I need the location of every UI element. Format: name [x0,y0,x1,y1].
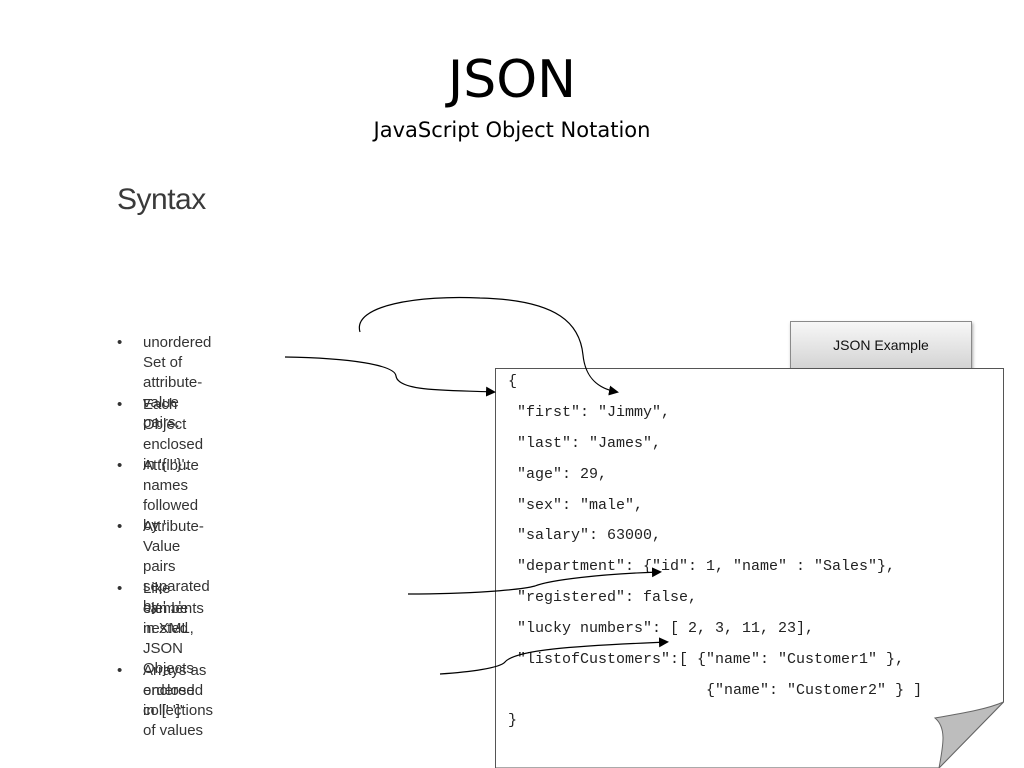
code-line: "age": 29, [508,466,608,483]
json-example-label: JSON Example [790,321,972,369]
code-line: {"name": "Customer2" } ] [508,682,923,699]
bullet-dot: • [117,457,123,474]
bullet-text: Attribute-Value pairs separated by ' , ' [143,518,210,615]
code-line: "sex": "male", [508,497,644,514]
arrow-unordered-to-first [358,296,619,396]
code-line: "last": "James", [508,435,662,452]
slide-subtitle: JavaScript Object Notation [373,118,651,142]
bullet-text: Arrays as ordered collections of values [143,662,214,739]
arrow-nested-to-department [407,567,662,595]
bullet-dot: • [117,518,123,535]
bullet-bold-text: unordered [143,334,212,351]
code-line: "salary": 63000, [508,527,662,544]
bullet-text-line2: enclosed in '[' ']' [143,682,204,719]
code-line: } [508,712,518,729]
code-line: "registered": false, [508,589,698,606]
bullet-text: Each Object enclosed in '{' '}'. [143,396,204,473]
note-shape [495,368,1004,768]
bullet-dot: • [117,662,123,679]
bullet-dot: • [117,334,123,351]
code-line: { [508,373,518,390]
arrow-array-to-customers [439,637,669,675]
bullet-text: Attribute names followed by ':' [143,457,199,534]
code-line: "lucky numbers": [ 2, 3, 11, 23], [508,620,815,637]
arrow-unordered-to-brace [284,356,496,397]
code-note [495,368,1004,768]
bullet-dot: • [117,580,123,597]
slide-title: JSON [447,50,577,110]
bullet-text: Like elements in XML, JSON Objects [143,580,204,677]
bullet-dot: • [117,396,123,413]
code-line: "listofCustomers":[ {"name": "Customer1"… [508,651,905,668]
bullet-text-line2: can be nested [143,600,189,637]
bullet-text: Set of attribute-value pairs. [143,354,203,431]
section-heading: Syntax [117,183,206,216]
code-line: "first": "Jimmy", [508,404,671,421]
folded-corner-icon [933,701,1004,768]
